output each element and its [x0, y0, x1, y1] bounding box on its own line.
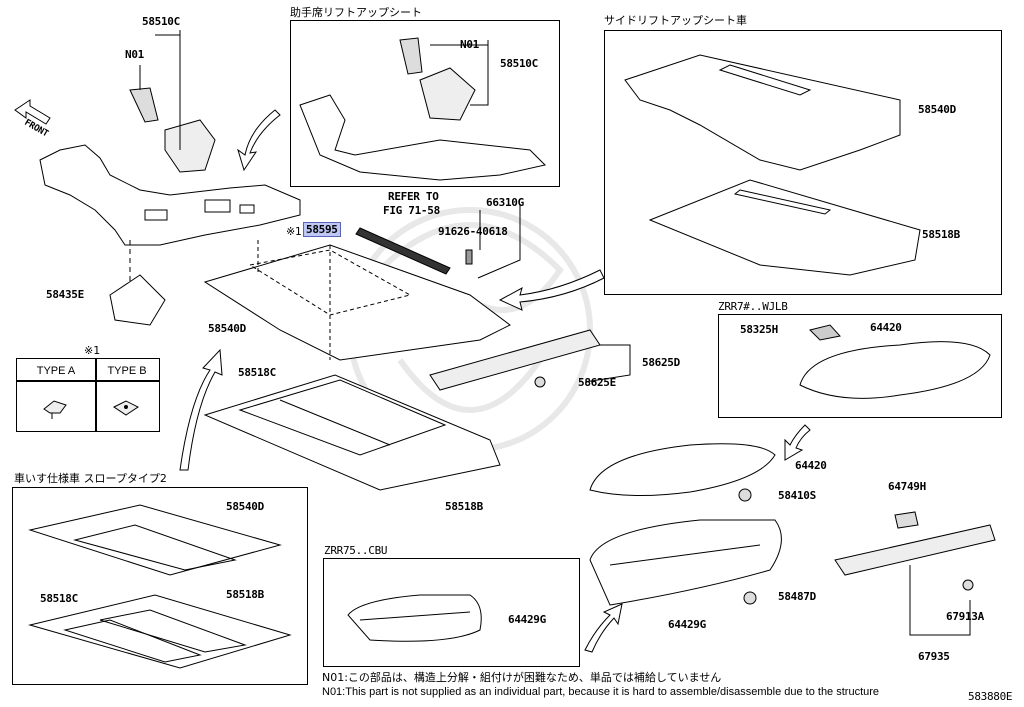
wheelchair-box	[12, 487, 308, 685]
type-b-label: TYPE B	[107, 365, 147, 377]
label-58325H: 58325H	[740, 323, 778, 336]
label-N01-main: N01	[125, 48, 144, 61]
label-66310G: 66310G	[486, 196, 524, 209]
note-en: N01:This part is not supplied as an indi…	[322, 686, 880, 698]
label-58510C-passenger: 58510C	[500, 57, 538, 70]
label-64429G-box: 64429G	[508, 613, 546, 626]
type-table-header-line	[16, 380, 160, 382]
wheelchair-title: 車いす仕様車 スロープタイプ2	[14, 472, 167, 485]
type-table-divider	[95, 358, 97, 432]
label-star1: ※1	[286, 225, 302, 238]
label-58435E: 58435E	[46, 288, 84, 301]
note-jp: N01:この部品は、構造上分解・組付けが困難なため、単品では補給していません	[322, 671, 722, 684]
label-58518C-wheelchair: 58518C	[40, 592, 78, 605]
side-lift-title: サイドリフトアップシート車	[604, 14, 747, 27]
label-58510C-main: 58510C	[142, 15, 180, 28]
label-58518B-main: 58518B	[445, 500, 483, 513]
diagram-id: 583880E	[968, 690, 1013, 703]
zrr75-box	[323, 558, 580, 667]
label-fig[interactable]: FIG 71-58	[383, 204, 440, 217]
zrr7-box	[718, 314, 1002, 418]
label-67913A: 67913A	[946, 610, 984, 623]
label-64420-box: 64420	[870, 321, 902, 334]
label-58540D-side: 58540D	[918, 103, 956, 116]
label-64429G-main: 64429G	[668, 618, 706, 631]
zrr7-title: ZRR7#..WJLB	[718, 300, 788, 313]
label-refer-to: REFER TO	[388, 190, 439, 203]
label-58518B-side: 58518B	[922, 228, 960, 241]
label-N01-passenger: N01	[460, 38, 479, 51]
passenger-lift-box	[290, 20, 560, 187]
label-91626: 91626-40618	[438, 225, 508, 238]
label-58625E: 58625E	[578, 376, 616, 389]
label-58410S: 58410S	[778, 489, 816, 502]
front-floor-carpet	[39, 87, 301, 246]
side-lift-box	[604, 30, 1002, 295]
label-58540D-main: 58540D	[208, 322, 246, 335]
label-58540D-wheelchair: 58540D	[226, 500, 264, 513]
label-58595[interactable]: 58595	[303, 222, 341, 237]
type-b-clip-icon	[113, 400, 139, 416]
zrr75-title: ZRR75..CBU	[324, 544, 388, 557]
label-64749H: 64749H	[888, 480, 926, 493]
type-a-label: TYPE A	[36, 365, 76, 377]
type-table	[16, 358, 160, 432]
label-64420-main: 64420	[795, 459, 827, 472]
label-58518C-main: 58518C	[238, 366, 276, 379]
label-58625D: 58625D	[642, 356, 680, 369]
type-table-marker: ※1	[84, 344, 101, 357]
label-67935: 67935	[918, 650, 950, 663]
label-58487D: 58487D	[778, 590, 816, 603]
type-a-clip-icon	[43, 400, 67, 419]
passenger-lift-title: 助手席リフトアップシート	[290, 6, 422, 19]
label-58518B-wheelchair: 58518B	[226, 588, 264, 601]
